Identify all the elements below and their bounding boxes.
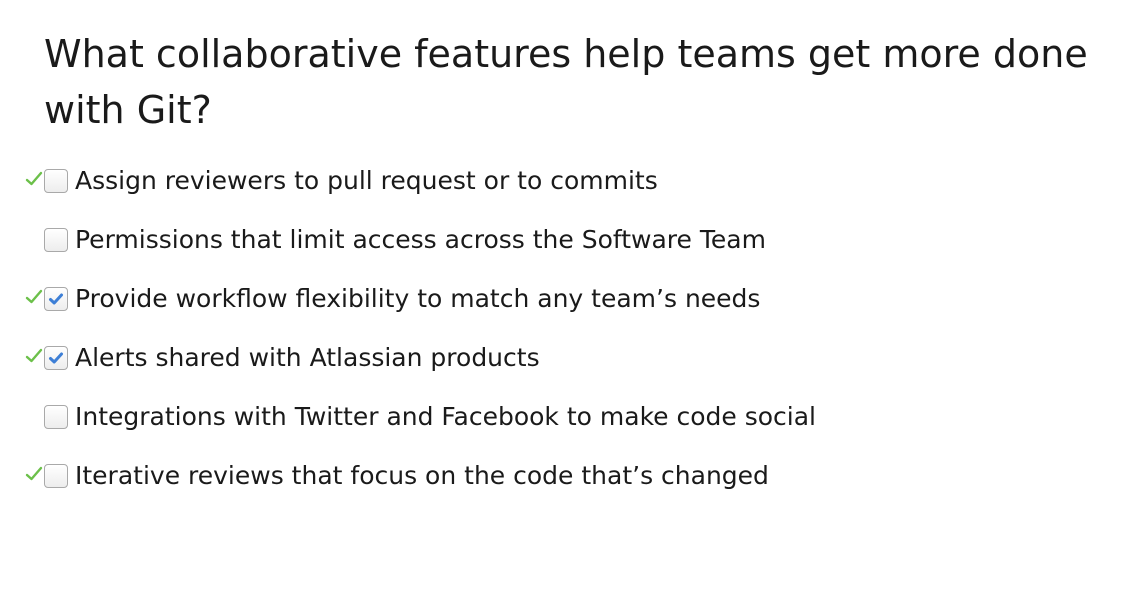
answer-option-label[interactable]: Assign reviewers to pull request or to c… — [75, 166, 658, 195]
answer-option[interactable]: Integrations with Twitter and Facebook t… — [0, 398, 1147, 457]
answer-checkbox[interactable] — [44, 405, 68, 429]
answer-option-label[interactable]: Permissions that limit access across the… — [75, 225, 766, 254]
correct-marker-icon — [25, 170, 43, 188]
check-mark-icon — [49, 352, 63, 364]
correct-marker-icon — [25, 288, 43, 306]
check-mark-icon — [25, 348, 43, 363]
answer-checkbox[interactable] — [44, 228, 68, 252]
answer-checkbox[interactable] — [44, 346, 68, 370]
answer-option[interactable]: Assign reviewers to pull request or to c… — [0, 162, 1147, 221]
answer-option[interactable]: Alerts shared with Atlassian products — [0, 339, 1147, 398]
answer-option-label[interactable]: Integrations with Twitter and Facebook t… — [75, 402, 816, 431]
answer-checkbox[interactable] — [44, 287, 68, 311]
answer-option-label[interactable]: Iterative reviews that focus on the code… — [75, 461, 769, 490]
answer-option[interactable]: Provide workflow flexibility to match an… — [0, 280, 1147, 339]
correct-marker-icon — [25, 465, 43, 483]
check-mark-icon — [25, 171, 43, 186]
check-mark-icon — [25, 466, 43, 481]
check-mark-icon — [49, 293, 63, 305]
answer-option[interactable]: Permissions that limit access across the… — [0, 221, 1147, 280]
question-title: What collaborative features help teams g… — [44, 32, 1088, 132]
answer-option[interactable]: Iterative reviews that focus on the code… — [0, 457, 1147, 516]
answer-checkbox[interactable] — [44, 464, 68, 488]
correct-marker-icon — [25, 347, 43, 365]
answer-option-label[interactable]: Provide workflow flexibility to match an… — [75, 284, 761, 313]
answer-option-label[interactable]: Alerts shared with Atlassian products — [75, 343, 540, 372]
answer-options-list: Assign reviewers to pull request or to c… — [0, 162, 1147, 516]
check-mark-icon — [25, 289, 43, 304]
answer-checkbox[interactable] — [44, 169, 68, 193]
